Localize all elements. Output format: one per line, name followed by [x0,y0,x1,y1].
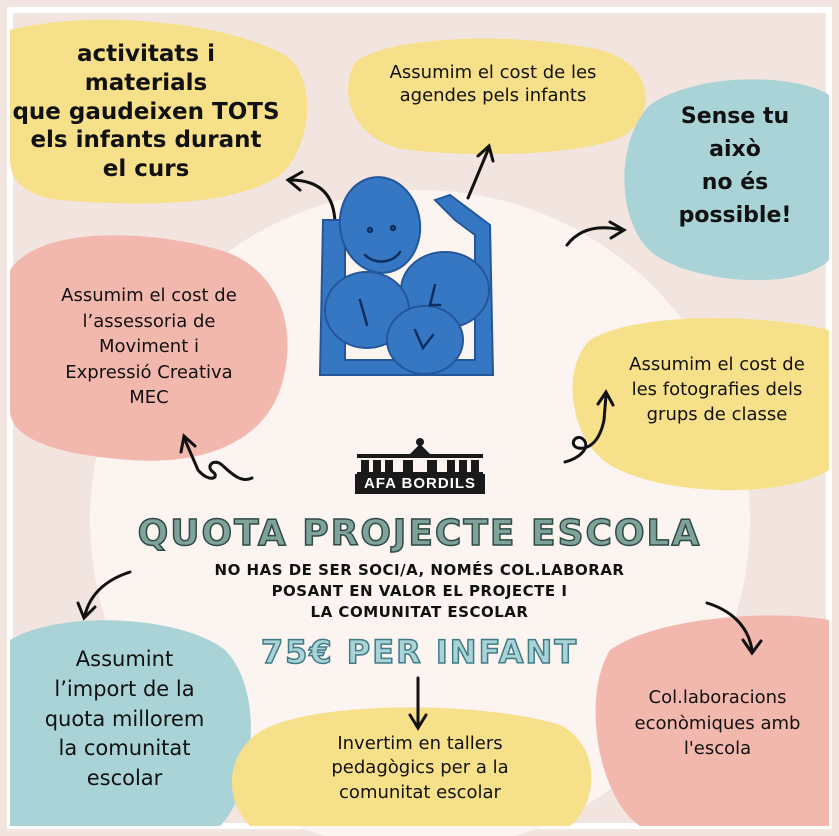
arrow-top-right-head [608,220,627,240]
bubble-top-left: activitats i materials que gaudeixen TOT… [12,40,280,184]
arrow-middle-right [563,393,608,464]
school-building-icon [357,438,483,474]
main-title: QUOTA PROJECTE ESCOLA [137,512,702,555]
blob-top-center [348,38,646,155]
bubble-text-line: Assumim el cost de les [389,62,597,83]
blob-top-left [10,19,308,204]
bubble-text-line: Invertim en tallers [337,733,503,754]
arrow-top-center-head [476,143,495,163]
arrow-bottom-right-head [741,638,763,656]
hugging-children-icon [318,176,495,376]
bubble-text-line: que gaudeixen TOTS [12,98,280,125]
bubble-text-line: Assumint [75,647,174,671]
arrow-bottom-center-head [408,713,428,731]
bubble-text-line: les fotografies dels [631,379,803,401]
arrow-bottom-left [83,570,132,617]
bubble-text-line: Assumim el cost de [61,285,237,306]
bubble-top-right: Sense tu això no és possible! [640,100,830,232]
bubble-text-line: MEC [129,387,169,409]
arrow-middle-right-head [596,389,615,407]
subtitle-line: POSANT EN VALOR EL PROJECTE I [271,582,568,600]
blob-bottom-center [231,707,592,826]
bubble-text-line: activitats i materials [77,41,215,96]
arrow-top-right [565,226,624,247]
subtitle-line: NO HAS DE SER SOCI/A, NOMÉS COL.LABORAR [214,561,625,579]
arrow-middle-left-head [179,433,197,454]
bubble-top-center: Assumim el cost de les agendes pels infa… [352,62,634,107]
arrow-middle-left [183,438,254,481]
bubble-text-line: pedagògics per a la [331,757,509,779]
bubble-text-line: quota millorem [44,706,205,731]
bubble-text-line: això [709,137,761,162]
bubble-text-line: Assumim el cost de [629,354,805,375]
price-label: 75€ PER INFANT [260,632,579,672]
blob-middle-left [10,235,288,461]
bubble-text-line: no és [701,170,769,195]
arrow-top-center [466,148,490,200]
main-subtitle: NO HAS DE SER SOCI/A, NOMÉS COL.LABORAR … [0,560,839,623]
bubble-text-line: grups de classe [646,404,788,426]
bubble-bottom-right: Col.laboracions econòmiques amb l'escola [610,685,825,762]
logo-name: AFA BORDILS [355,474,485,494]
subtitle-line: LA COMUNITAT ESCOLAR [310,603,529,621]
bubble-text-line: els infants durant [30,127,262,154]
bubble-text-line: el curs [102,156,190,182]
blob-top-right [624,79,829,281]
bubble-text-line: Sense tu [680,104,790,129]
bubble-bottom-center: Invertim en tallers pedagògics per a la … [280,732,560,805]
bubble-text-line: possible! [678,203,792,228]
arrow-top-left [288,178,337,227]
bubble-middle-right: Assumim el cost de les fotografies dels … [605,352,829,428]
arrow-bottom-right [705,601,754,652]
bubble-text-line: l’import de la [54,676,195,701]
blob-middle-right [572,318,829,491]
blob-bottom-left [10,620,251,826]
bubble-text-line: escolar [86,766,163,791]
arrow-top-left-head [285,170,304,192]
bubble-text-line: la comunitat [58,736,191,761]
bubble-middle-left: Assumim el cost de l’assessoria de Movim… [14,283,284,411]
arrow-bottom-left-head [76,601,97,621]
bubble-text-line: Moviment i [99,336,199,358]
bubble-text-line: Col.laboracions [648,687,787,708]
bubble-text-line: econòmiques amb [634,712,801,734]
bubble-text-line: l’assessoria de [82,310,216,332]
blob-bottom-right [595,615,829,826]
bubble-bottom-left: Assumint l’import de la quota millorem l… [12,645,237,794]
bubble-text-line: agendes pels infants [399,84,587,106]
bubble-text-line: l'escola [683,738,752,760]
bubble-text-line: comunitat escolar [339,781,501,803]
bubble-text-line: Expressió Creativa [65,361,233,383]
